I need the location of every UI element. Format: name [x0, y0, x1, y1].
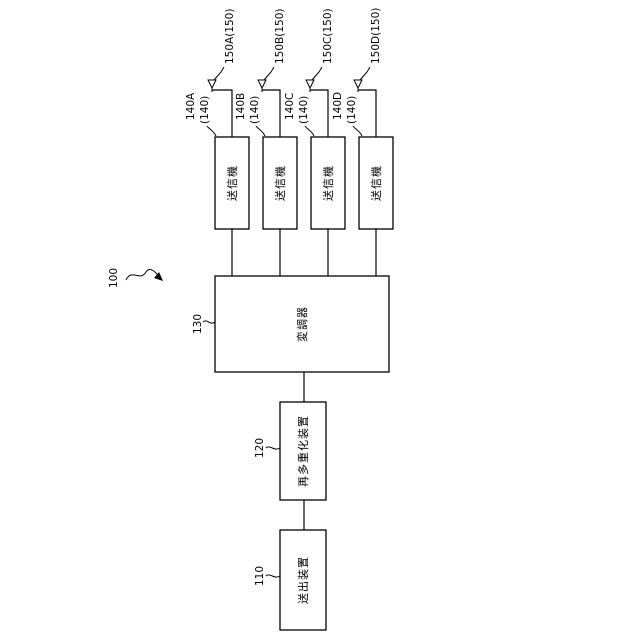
modulator-block: 変調器 130 — [192, 276, 389, 372]
transmitter-ref-sub: (140) — [346, 96, 358, 124]
transmitter-label: 送信機 — [273, 165, 287, 201]
antenna-ref: 150C(150) — [322, 8, 334, 64]
modulator-label: 変調器 — [295, 306, 309, 342]
antenna-leader — [312, 67, 322, 80]
ref-leader — [256, 126, 265, 136]
remultiplexer-ref-leader — [266, 447, 280, 449]
transmitter-ref-sub: (140) — [249, 96, 261, 124]
antenna-leader — [264, 67, 274, 80]
transmitter-ref-sub: (140) — [199, 96, 211, 124]
antenna-ref: 150A(150) — [224, 9, 236, 64]
figure-pointer-arrowhead — [154, 272, 163, 281]
feed-line — [358, 90, 376, 137]
remultiplexer-ref: 120 — [254, 438, 266, 458]
transmitter-label: 送信機 — [321, 165, 335, 201]
remultiplexer-block: 再多重化装置 120 — [254, 402, 326, 500]
antenna-ref: 150D(150) — [370, 8, 382, 64]
transmitter-ref: 140A — [185, 92, 197, 120]
transmitter-label: 送信機 — [369, 165, 383, 201]
figure-pointer-arrow — [126, 270, 160, 280]
antenna-leader — [214, 67, 224, 80]
transmitter-A: 150A(150) 送信機 140A (140) — [185, 9, 249, 276]
feed-line — [310, 90, 328, 137]
ref-leader — [207, 126, 216, 136]
output-device-ref-leader — [266, 575, 280, 577]
feed-line — [212, 90, 232, 137]
transmitter-ref: 140D — [332, 92, 344, 120]
output-device-label: 送出装置 — [296, 556, 310, 604]
output-device-ref: 110 — [254, 566, 266, 586]
antenna-ref: 150B(150) — [274, 9, 286, 64]
transmitter-ref: 140C — [284, 93, 296, 120]
transmitter-ref: 140B — [235, 93, 247, 120]
modulator-ref-leader — [203, 321, 215, 323]
figure-label: 100 — [108, 268, 120, 288]
feed-line — [262, 90, 280, 137]
remultiplexer-label: 再多重化装置 — [296, 415, 310, 487]
modulator-ref: 130 — [192, 314, 204, 334]
ref-leader — [353, 126, 362, 136]
transmitter-ref-sub: (140) — [298, 96, 310, 124]
ref-leader — [305, 126, 314, 136]
output-device-block: 送出装置 110 — [254, 530, 326, 630]
antenna-leader — [360, 67, 370, 80]
transmitter-label: 送信機 — [225, 165, 239, 201]
